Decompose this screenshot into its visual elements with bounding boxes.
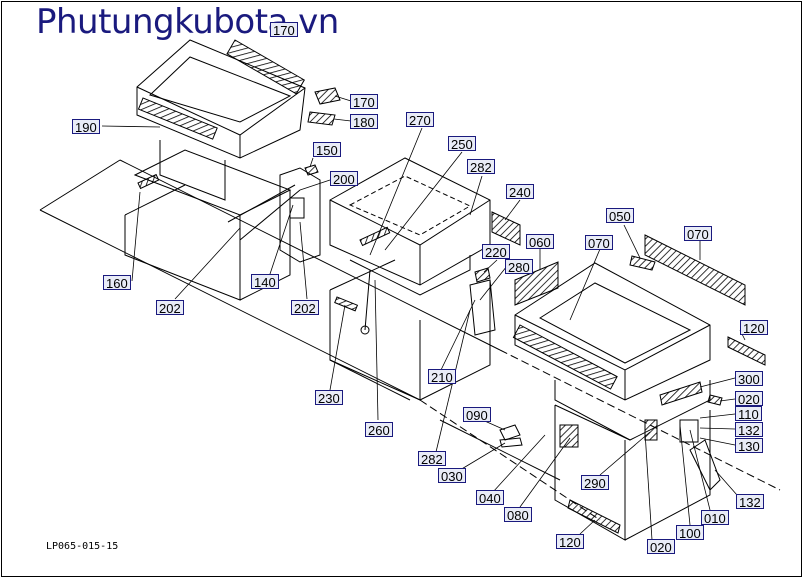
callout-120-bottom[interactable]: 120 <box>556 534 584 550</box>
callout-090[interactable]: 090 <box>463 407 491 423</box>
decal-300 <box>659 381 703 406</box>
decal-120-bottom <box>567 499 621 534</box>
callout-202-left[interactable]: 202 <box>156 300 184 316</box>
decal-020 <box>707 394 723 406</box>
part-030 <box>499 437 523 448</box>
callout-030[interactable]: 030 <box>438 468 466 484</box>
callout-270[interactable]: 270 <box>406 112 434 128</box>
callout-132-upper[interactable]: 132 <box>735 422 763 438</box>
callout-040[interactable]: 040 <box>476 490 504 506</box>
callout-300[interactable]: 300 <box>735 371 763 387</box>
callout-080[interactable]: 080 <box>504 507 532 523</box>
hopper-070 <box>512 262 711 401</box>
machine-body-2 <box>329 255 496 401</box>
callout-280[interactable]: 280 <box>505 259 533 275</box>
part-090 <box>499 424 521 441</box>
callout-050[interactable]: 050 <box>606 208 634 224</box>
decal-120 <box>727 336 766 366</box>
base-rail <box>439 419 561 481</box>
decal-170-small <box>314 87 341 105</box>
decal-180 <box>307 111 336 126</box>
callout-170[interactable]: 170 <box>350 94 378 110</box>
callout-060[interactable]: 060 <box>526 234 554 250</box>
bracket-132 <box>689 439 721 491</box>
callout-220[interactable]: 220 <box>482 244 510 260</box>
callout-202-right[interactable]: 202 <box>291 300 319 316</box>
callout-180[interactable]: 180 <box>350 114 378 130</box>
leader-lines <box>101 95 746 541</box>
callout-020-upper[interactable]: 020 <box>735 391 763 407</box>
callout-282-upper[interactable]: 282 <box>467 159 495 175</box>
callout-190[interactable]: 190 <box>72 119 100 135</box>
callout-020-lower[interactable]: 020 <box>647 539 675 555</box>
callout-210[interactable]: 210 <box>428 369 456 385</box>
callout-200[interactable]: 200 <box>330 171 358 187</box>
callout-070-left[interactable]: 070 <box>585 235 613 251</box>
decal-060 <box>514 261 559 306</box>
callout-240[interactable]: 240 <box>506 184 534 200</box>
decal-070 <box>644 234 746 306</box>
callout-130[interactable]: 130 <box>735 438 763 454</box>
bracket-140 <box>227 167 321 263</box>
callout-010[interactable]: 010 <box>701 510 729 526</box>
callout-070-right[interactable]: 070 <box>684 226 712 242</box>
decal-150 <box>304 164 319 176</box>
callout-160[interactable]: 160 <box>103 275 131 291</box>
callout-100[interactable]: 100 <box>676 525 704 541</box>
decal-050 <box>629 255 656 271</box>
decal-220 <box>474 267 491 283</box>
callout-170-top[interactable]: 170 <box>270 22 298 38</box>
callout-150[interactable]: 150 <box>313 142 341 158</box>
callout-132-lower[interactable]: 132 <box>736 494 764 510</box>
callout-140[interactable]: 140 <box>251 274 279 290</box>
decal-170 <box>226 39 305 95</box>
decal-240 <box>491 211 521 246</box>
machine-body-3 <box>554 380 711 541</box>
drawing-code: LP065-015-15 <box>46 541 119 552</box>
callout-290[interactable]: 290 <box>581 475 609 491</box>
base-rail <box>39 159 501 401</box>
callout-250[interactable]: 250 <box>448 136 476 152</box>
callout-230[interactable]: 230 <box>315 390 343 406</box>
callout-110[interactable]: 110 <box>735 406 762 422</box>
callout-120-right[interactable]: 120 <box>740 320 768 336</box>
callout-282-lower[interactable]: 282 <box>418 451 446 467</box>
callout-260[interactable]: 260 <box>365 422 393 438</box>
hopper-190 <box>136 39 306 159</box>
